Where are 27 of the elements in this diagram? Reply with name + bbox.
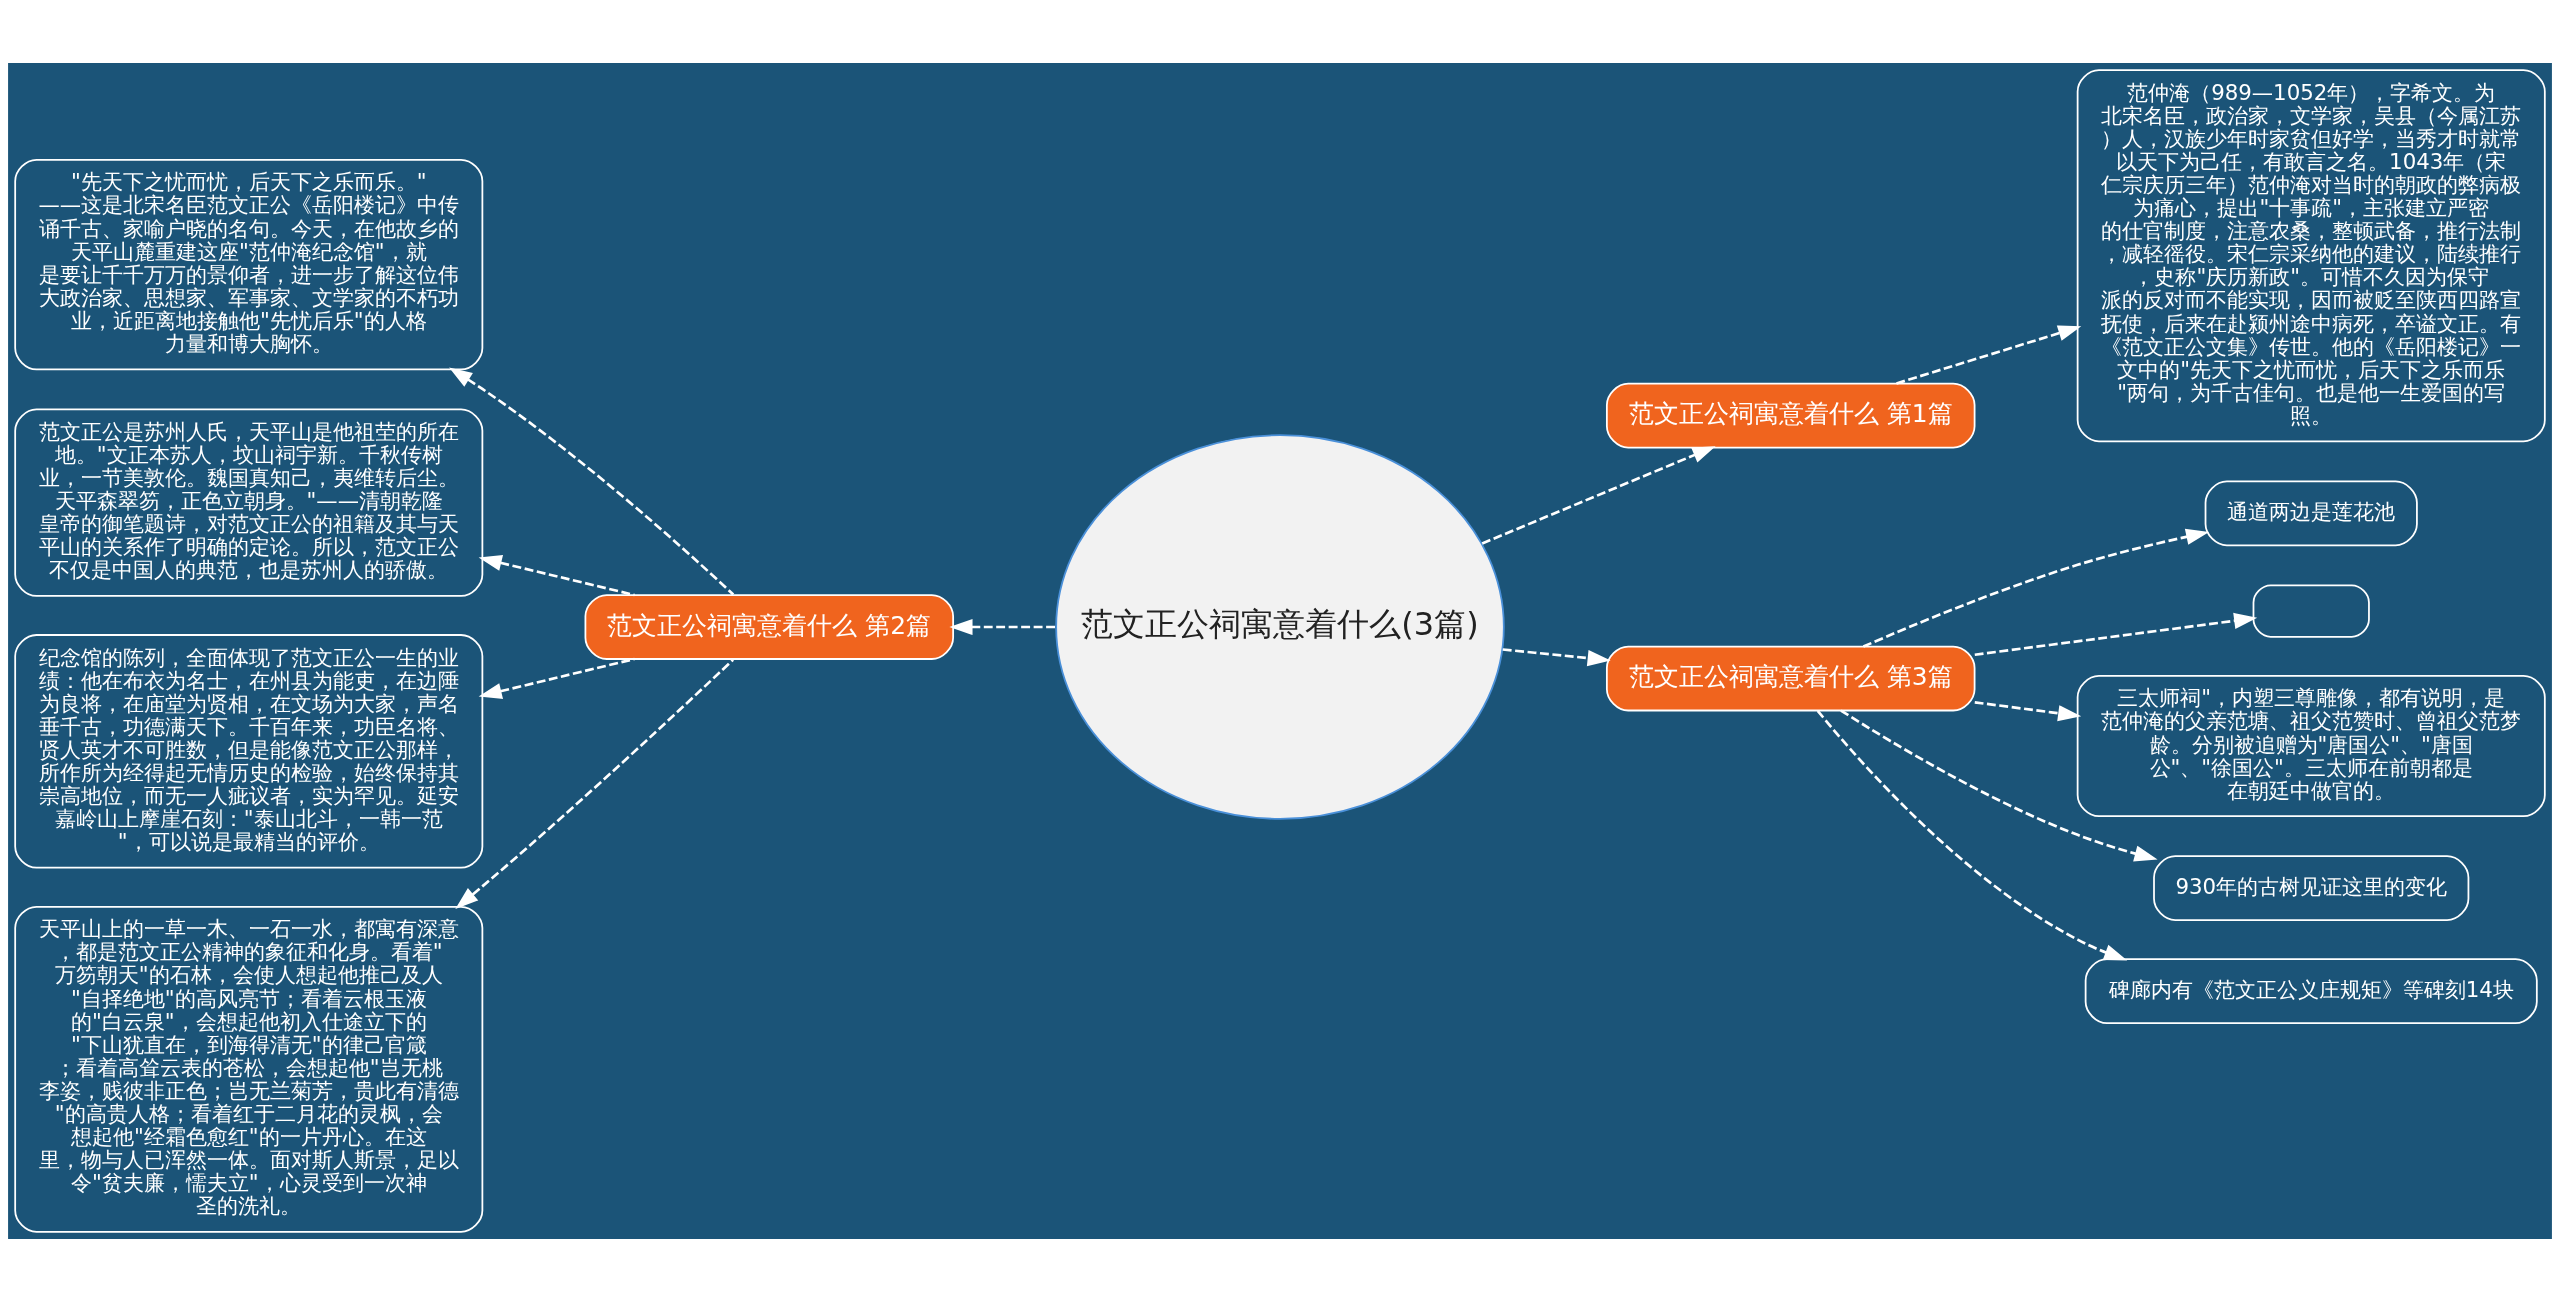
node-box: 三太师祠"，内塑三尊雕像，都有说明，是范仲淹的父亲范塘、祖父范赞时、曾祖父范梦龄。分别被追赠为"唐国公"、"唐国公"、"徐国公"。三太师在前朝都是在朝廷中做官的。 — [2076, 675, 2546, 818]
node-box: 930年的古树见证这里的变化 — [2153, 855, 2470, 921]
arrow — [1840, 709, 2158, 862]
arrow — [455, 658, 734, 910]
node-box: 范文正公祠寓意着什么 第2篇 — [584, 594, 955, 660]
node-box: 范文正公是苏州人氏，天平山是他祖茔的所在地。"文正本苏人，坟山祠宇新。千秋传树业，一节美敦伦。魏国真知己，夷维转后尘。天平森翠笏，正色立朝身。"——清朝乾隆皇帝的御笔题诗，对范文正公的祖籍及其与天平山的关系作了明确的定论。所以，范文正公不仅是中国人的典范，也是苏州人的骄傲。 — [14, 408, 484, 597]
node-box: "先天下之忧而忧，后天下之乐而乐。"——这是北宋名臣范文正公《岳阳楼记》中传诵千古、家喻户晓的名句。今天，在他故乡的天平山麓重建这座"范仲淹纪念馆"，就是要让千千万万的景仰者，进一步了解这位伟大政治家、思想家、军事家、文学家的不朽功业，近距离地接触他"先忧后乐"的人格力量和博大胸怀。 — [14, 158, 484, 371]
arrow — [1816, 709, 2128, 961]
arrow — [949, 618, 1056, 636]
arrow — [1502, 648, 1611, 667]
arrow — [1862, 528, 2210, 648]
node-box: 范仲淹（989—1052年），字希文。为北宋名臣，政治家，文学家，吴县（今属江苏）人，汉族少年时家贫但好学，当秀才时就常以天下为己任，有敢言之名。1043年（宋仁宗庆历三年）范仲淹对当时的朝政的弊病极为痛心，提出"十事疏"，主张建立严密的仕官制度，注意农桑，整顿武备，推行法制，减轻徭役。宋仁宗采纳他的建议，陆续推行，史称"庆历新政"。可惜不久因为保守派的反对而不能实现，因而被贬至陕西四路宣抚使，后来在赴颍州途中病死，卒谥文正。有《范文正公文集》传世。他的《岳阳楼记》一文中的"先天下之忧而忧，后天下之乐而乐"两句，为千古佳句。也是他一生爱国的写照。 — [2076, 69, 2546, 443]
arrow — [1974, 612, 2258, 657]
arrow — [1896, 325, 2082, 385]
arrow — [1481, 446, 1716, 545]
node-box — [2252, 584, 2370, 638]
node-box: 范文正公祠寓意着什么 第3篇 — [1605, 645, 1976, 712]
arrow — [478, 657, 635, 699]
arrow — [1974, 701, 2082, 722]
node-box: 纪念馆的陈列，全面体现了范文正公一生的业绩：他在布衣为名士，在州县为能吏，在边陲为良将，在庙堂为贤相，在文场为大家，声名垂千古，功德满天下。千百年来，功臣名将、贤人英才不可胜数，但是能像范文正公那样，所作所为经得起无情历史的检验，始终保持其崇高地位，而无一人疵议者，实为罕见。延安嘉岭山上摩崖石刻："泰山北斗，一韩一范"，可以说是最精当的评价。 — [14, 634, 484, 869]
node-box: 范文正公祠寓意着什么 第1篇 — [1605, 382, 1976, 449]
arrow — [449, 367, 735, 596]
node-box: 天平山上的一草一木、一石一水，都寓有深意，都是范文正公精神的象征和化身。看着"万笏朝天"的石林，会使人想起他推己及人"自择绝地"的高风亮节；看着云根玉液的"白云泉"，会想起他初入仕途立下的"下山犹直在，到海得清无"的律己官箴；看着高耸云表的苍松，会想起他"岂无桃李姿，贱彼非正色；岂无兰菊芳，贵此有清德"的高贵人格；看着红于二月花的灵枫，会想起他"经霜色愈红"的一片丹心。在这里，物与人已浑然一体。面对斯人斯景，足以令"贫夫廉，懦夫立"，心灵受到一次神圣的洗礼。 — [14, 905, 484, 1233]
node-box: 碑廊内有《范文正公义庄规矩》等碑刻14块 — [2084, 958, 2538, 1025]
node-box: 通道两边是莲花池 — [2204, 480, 2418, 547]
node-ellipse: 范文正公祠寓意着什么(3篇) — [1055, 434, 1505, 820]
arrow — [478, 555, 635, 597]
